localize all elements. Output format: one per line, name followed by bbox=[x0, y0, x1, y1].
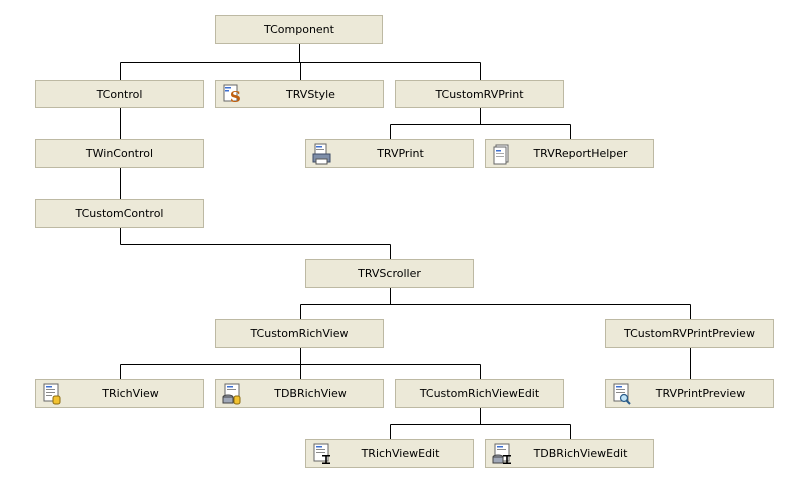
node-label: TCustomRVPrintPreview bbox=[624, 327, 755, 340]
document-icon bbox=[493, 144, 509, 165]
node-trvprint: TRVPrint bbox=[305, 139, 474, 168]
printer-icon bbox=[312, 143, 331, 165]
node-tdbrichviewedit: TDBRichViewEdit bbox=[485, 439, 654, 468]
node-trvstyle: S TRVStyle bbox=[215, 80, 384, 108]
db-richview-icon bbox=[222, 383, 241, 405]
node-label: TControl bbox=[96, 87, 143, 101]
node-label: TCustomControl bbox=[75, 207, 164, 220]
node-twincontrol: TWinControl bbox=[35, 139, 204, 168]
node-trichviewedit: TRichViewEdit bbox=[305, 439, 474, 468]
node-tcontrol: TControl bbox=[35, 80, 204, 108]
node-tcustomcontrol: TCustomControl bbox=[35, 199, 204, 228]
node-tcustomrichview: TCustomRichView bbox=[215, 319, 384, 348]
node-label: TRichViewEdit bbox=[361, 447, 440, 460]
node-label: TRVStyle bbox=[286, 87, 335, 101]
node-label: TWinControl bbox=[85, 147, 154, 160]
node-label: TRVScroller bbox=[358, 267, 421, 280]
node-label: TDBRichView bbox=[274, 387, 347, 400]
node-label: TCustomRVPrint bbox=[435, 87, 524, 101]
node-tcustomrichviewedit: TCustomRichViewEdit bbox=[395, 379, 564, 408]
node-label: TRVPrintPreview bbox=[655, 387, 746, 400]
node-label: TCustomRichView bbox=[250, 327, 349, 340]
node-tcustomrvprintpreview: TCustomRVPrintPreview bbox=[605, 319, 774, 348]
db-richview-edit-icon bbox=[492, 443, 511, 464]
node-label: TComponent bbox=[264, 23, 334, 36]
node-trvscroller: TRVScroller bbox=[305, 259, 474, 288]
style-s-icon: S bbox=[223, 84, 241, 106]
richview-icon bbox=[43, 383, 61, 405]
node-trvprintpreview: TRVPrintPreview bbox=[605, 379, 774, 408]
node-tcomponent: TComponent bbox=[215, 15, 383, 44]
svg-text:S: S bbox=[230, 88, 241, 106]
node-label: TRVReportHelper bbox=[533, 147, 628, 160]
node-label: TDBRichViewEdit bbox=[533, 447, 628, 460]
print-preview-icon bbox=[613, 383, 631, 405]
richview-edit-icon bbox=[313, 443, 330, 464]
node-trvreporthelper: TRVReportHelper bbox=[485, 139, 654, 168]
node-label: TRichView bbox=[102, 387, 159, 400]
node-label: TCustomRichViewEdit bbox=[419, 387, 540, 400]
node-tdbrichview: TDBRichView bbox=[215, 379, 384, 408]
node-label: TRVPrint bbox=[377, 147, 424, 160]
node-tcustomrvprint: TCustomRVPrint bbox=[395, 80, 564, 108]
node-trichview: TRichView bbox=[35, 379, 204, 408]
